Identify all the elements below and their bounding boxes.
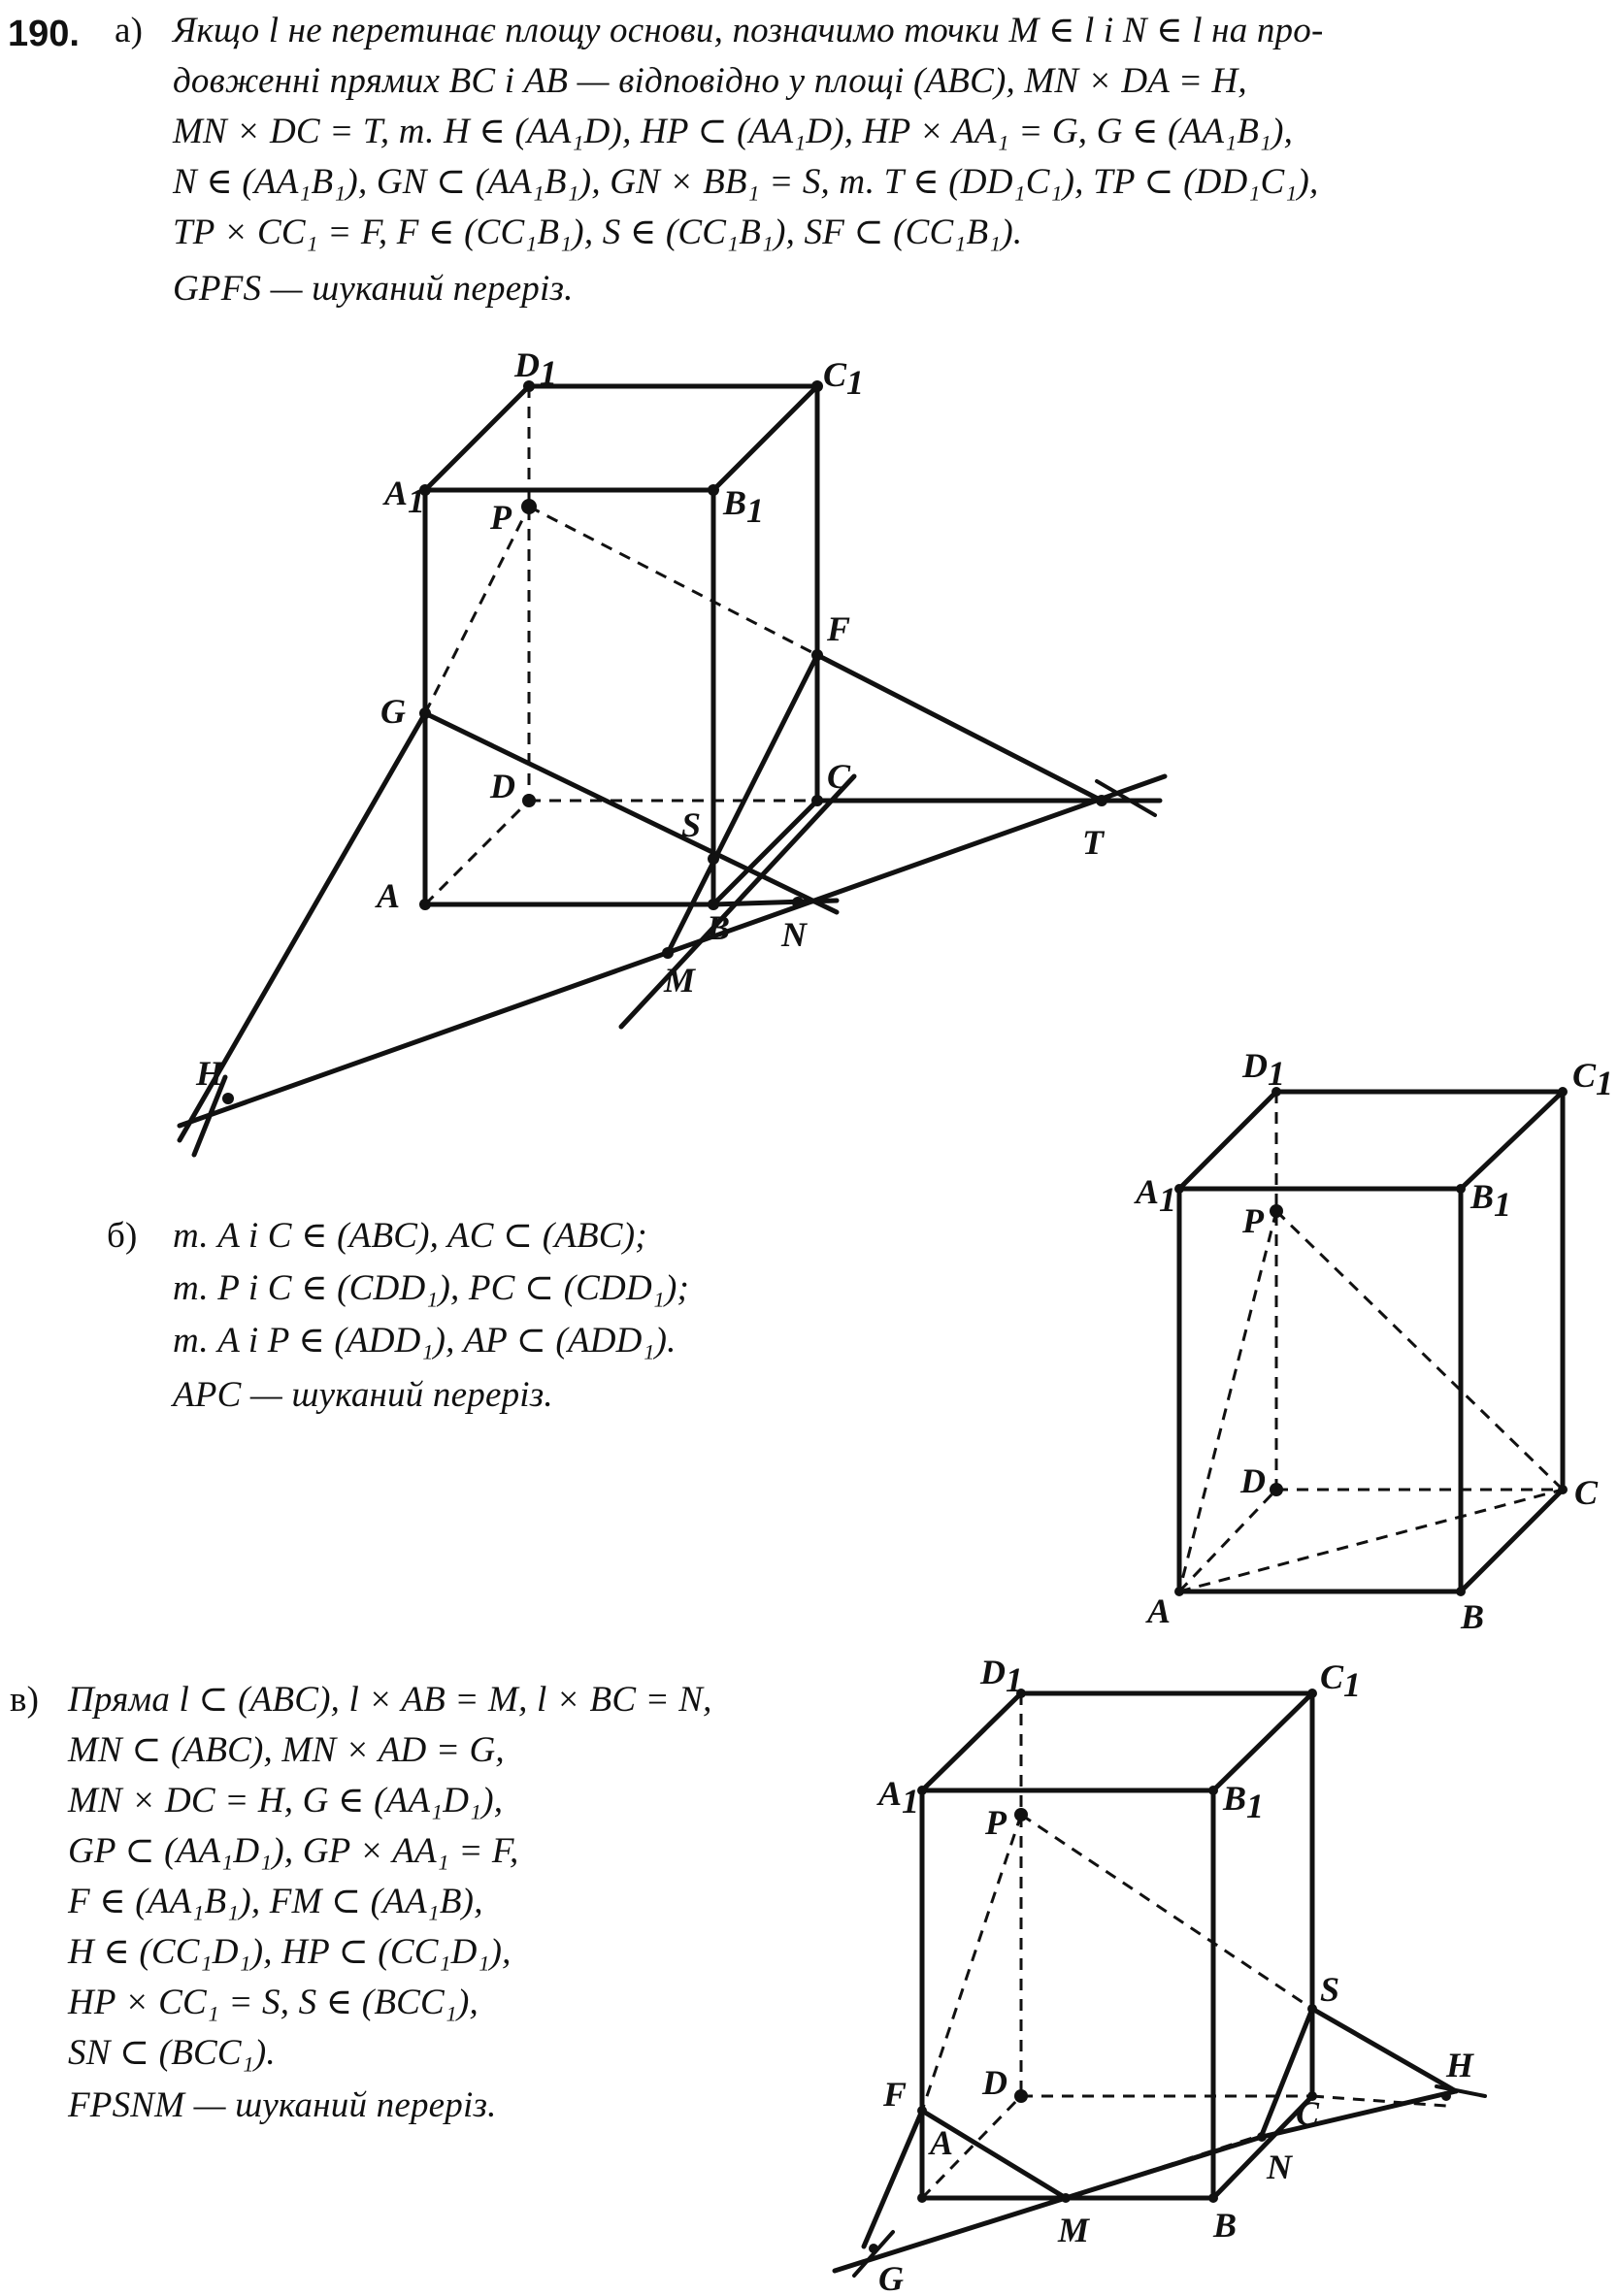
part-c-line-9: FPSNM — шуканий переріз.: [68, 2085, 497, 2125]
edge-a1-d1: [422, 383, 532, 493]
svg-text:B1: B1: [1469, 1177, 1511, 1224]
part-c-line-8: SN ⊂ (BCC₁).: [68, 2033, 276, 2073]
figure-a: D1 C1 A1 B1 P F G D C S A B N M T H: [177, 345, 1168, 1158]
svg-text:A1: A1: [876, 1774, 919, 1820]
svg-text:N: N: [1266, 2148, 1294, 2186]
label-d: D: [489, 767, 515, 805]
edge-b1-c1: [710, 383, 820, 493]
part-b-line-1: т. A і C ∈ (ABC), AC ⊂ (ABC);: [173, 1216, 647, 1256]
label-f: F: [826, 609, 850, 648]
label-n: N: [780, 915, 809, 954]
line-h-g: [177, 710, 428, 1143]
svg-text:C: C: [1296, 2094, 1320, 2133]
svg-text:D1: D1: [979, 1653, 1023, 1699]
part-a-line-6: GPFS — шуканий переріз.: [173, 269, 574, 309]
label-c1: C1: [823, 355, 864, 402]
edge-b-c: [710, 798, 820, 907]
part-c-line-5: F ∈ (AA₁B₁), FM ⊂ (AA₁B),: [68, 1882, 483, 1921]
label-g: G: [380, 692, 406, 731]
svg-text:C1: C1: [1320, 1657, 1361, 1704]
label-b1: B1: [722, 483, 764, 530]
part-a-line-5: TP × CC₁ = F, F ∈ (CC₁B₁), S ∈ (CC₁B₁), …: [173, 213, 1023, 252]
svg-text:A: A: [928, 2123, 953, 2162]
tick-h: [191, 1074, 228, 1158]
part-c-line-7: HP × CC₁ = S, S ∈ (BCC₁),: [68, 1983, 479, 2022]
part-a-line-4: N ∈ (AA₁B₁), GN ⊂ (AA₁B₁), GN × BB₁ = S,…: [173, 162, 1319, 202]
part-a-marker: а): [115, 11, 144, 50]
svg-text:A: A: [1145, 1591, 1171, 1630]
figure-b: D1 C1 A1 B1 P D C A B: [1134, 1046, 1613, 1636]
svg-text:D: D: [1239, 1461, 1266, 1500]
part-b-line-2: т. P і C ∈ (CDD₁), PC ⊂ (CDD₁);: [173, 1268, 690, 1308]
label-m: M: [663, 961, 697, 1000]
svg-text:B: B: [1212, 2206, 1237, 2245]
part-a-line-1: Якщо l не перетинає площу основи, познач…: [173, 11, 1324, 50]
part-c-line-4: GP ⊂ (AA₁D₁), GP × AA₁ = F,: [68, 1831, 519, 1871]
label-d1: D1: [513, 345, 557, 392]
svg-text:G: G: [878, 2259, 904, 2296]
label-p: P: [489, 498, 512, 537]
svg-text:S: S: [1320, 1970, 1339, 2009]
line-g-p: [423, 506, 531, 714]
label-s: S: [681, 805, 701, 844]
part-a-line-2: довженні прямих BC і AB — відповідно у п…: [173, 61, 1247, 101]
label-a1: A1: [382, 474, 425, 520]
figure-c: D1 C1 A1 B1 P S H F D C A N B M G: [832, 1653, 1487, 2296]
line-f-t: [814, 652, 1105, 804]
svg-text:A1: A1: [1134, 1172, 1176, 1219]
svg-text:C1: C1: [1572, 1056, 1613, 1102]
part-b-line-3: т. A і P ∈ (ADD₁), AP ⊂ (ADD₁).: [173, 1321, 677, 1361]
label-h: H: [195, 1054, 224, 1093]
svg-text:D: D: [981, 2063, 1007, 2102]
svg-text:D1: D1: [1241, 1046, 1285, 1093]
label-c: C: [827, 757, 851, 796]
svg-text:P: P: [1241, 1201, 1265, 1240]
label-a: A: [375, 876, 400, 915]
tick-t: [1095, 779, 1157, 817]
line-p-f: [528, 505, 818, 657]
edge-a-d: [423, 799, 531, 906]
svg-text:P: P: [984, 1803, 1007, 1842]
line-g-n: [422, 710, 840, 915]
part-b-marker: б): [107, 1216, 138, 1256]
svg-text:H: H: [1445, 2046, 1474, 2084]
part-c-line-1: Пряма l ⊂ (ABC), l × AB = M, l × BC = N,: [68, 1680, 712, 1720]
line-f-m: [665, 652, 820, 956]
part-b-line-4: APC — шуканий переріз.: [173, 1375, 553, 1415]
svg-text:C: C: [1574, 1473, 1599, 1512]
part-a-line-3: MN × DC = T, т. H ∈ (AA₁D), HP ⊂ (AA₁D),…: [173, 112, 1294, 151]
part-c-line-6: H ∈ (CC₁D₁), HP ⊂ (CC₁D₁),: [68, 1932, 512, 1972]
part-c-line-3: MN × DC = H, G ∈ (AA₁D₁),: [68, 1781, 504, 1820]
label-b: B: [706, 908, 730, 947]
part-c-line-2: MN ⊂ (ABC), MN × AD = G,: [68, 1730, 505, 1770]
problem-number: 190.: [8, 14, 80, 54]
svg-text:B: B: [1460, 1597, 1484, 1636]
svg-text:B1: B1: [1222, 1779, 1264, 1825]
svg-text:F: F: [882, 2075, 907, 2114]
part-c-marker: в): [10, 1680, 40, 1720]
label-t: T: [1082, 823, 1106, 862]
svg-text:M: M: [1057, 2211, 1091, 2249]
